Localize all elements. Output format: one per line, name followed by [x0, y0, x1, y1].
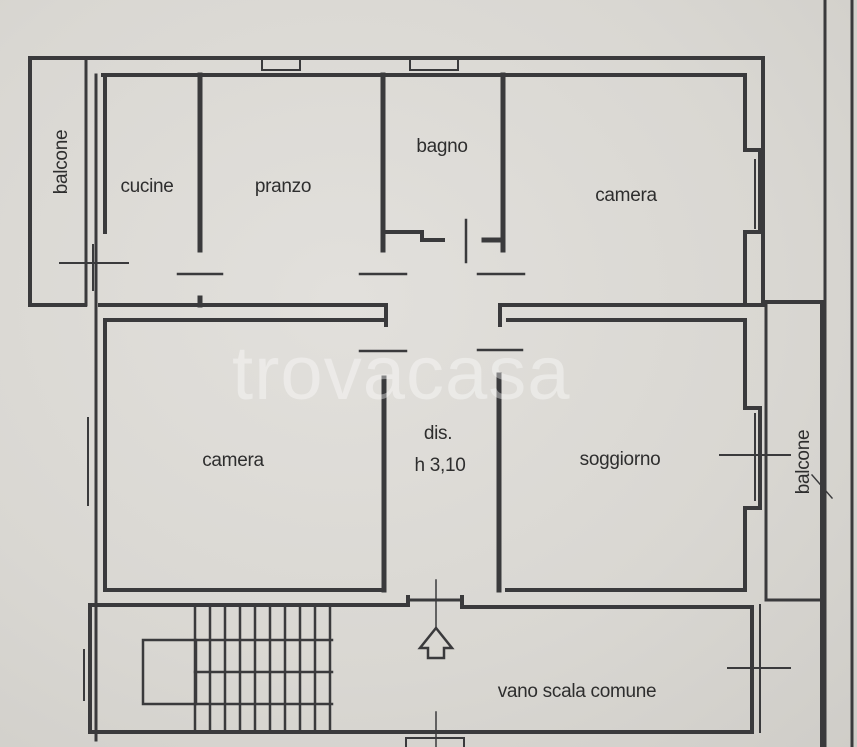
room-label-balcone-right: balcone	[793, 429, 814, 495]
balcone-left-outline	[28, 56, 87, 307]
room-label-bagno: bagno	[416, 136, 468, 157]
room-label-cucina: cucine	[120, 176, 174, 197]
room-label-camera-top-right: camera	[595, 185, 657, 206]
room-height-label: h 3,10	[414, 455, 466, 476]
room-label-vano-scala: vano scala comune	[497, 681, 657, 702]
balcone-right-outline	[764, 300, 824, 747]
room-label-balcone-left: balcone	[51, 129, 72, 195]
entrance-arrow-icon	[417, 625, 455, 660]
room-label-pranzo: pranzo	[254, 176, 312, 197]
room-label-disimpegno: dis.	[423, 423, 453, 444]
room-label-soggiorno: soggiorno	[579, 449, 661, 470]
room-label-camera-left: camera	[202, 450, 264, 471]
